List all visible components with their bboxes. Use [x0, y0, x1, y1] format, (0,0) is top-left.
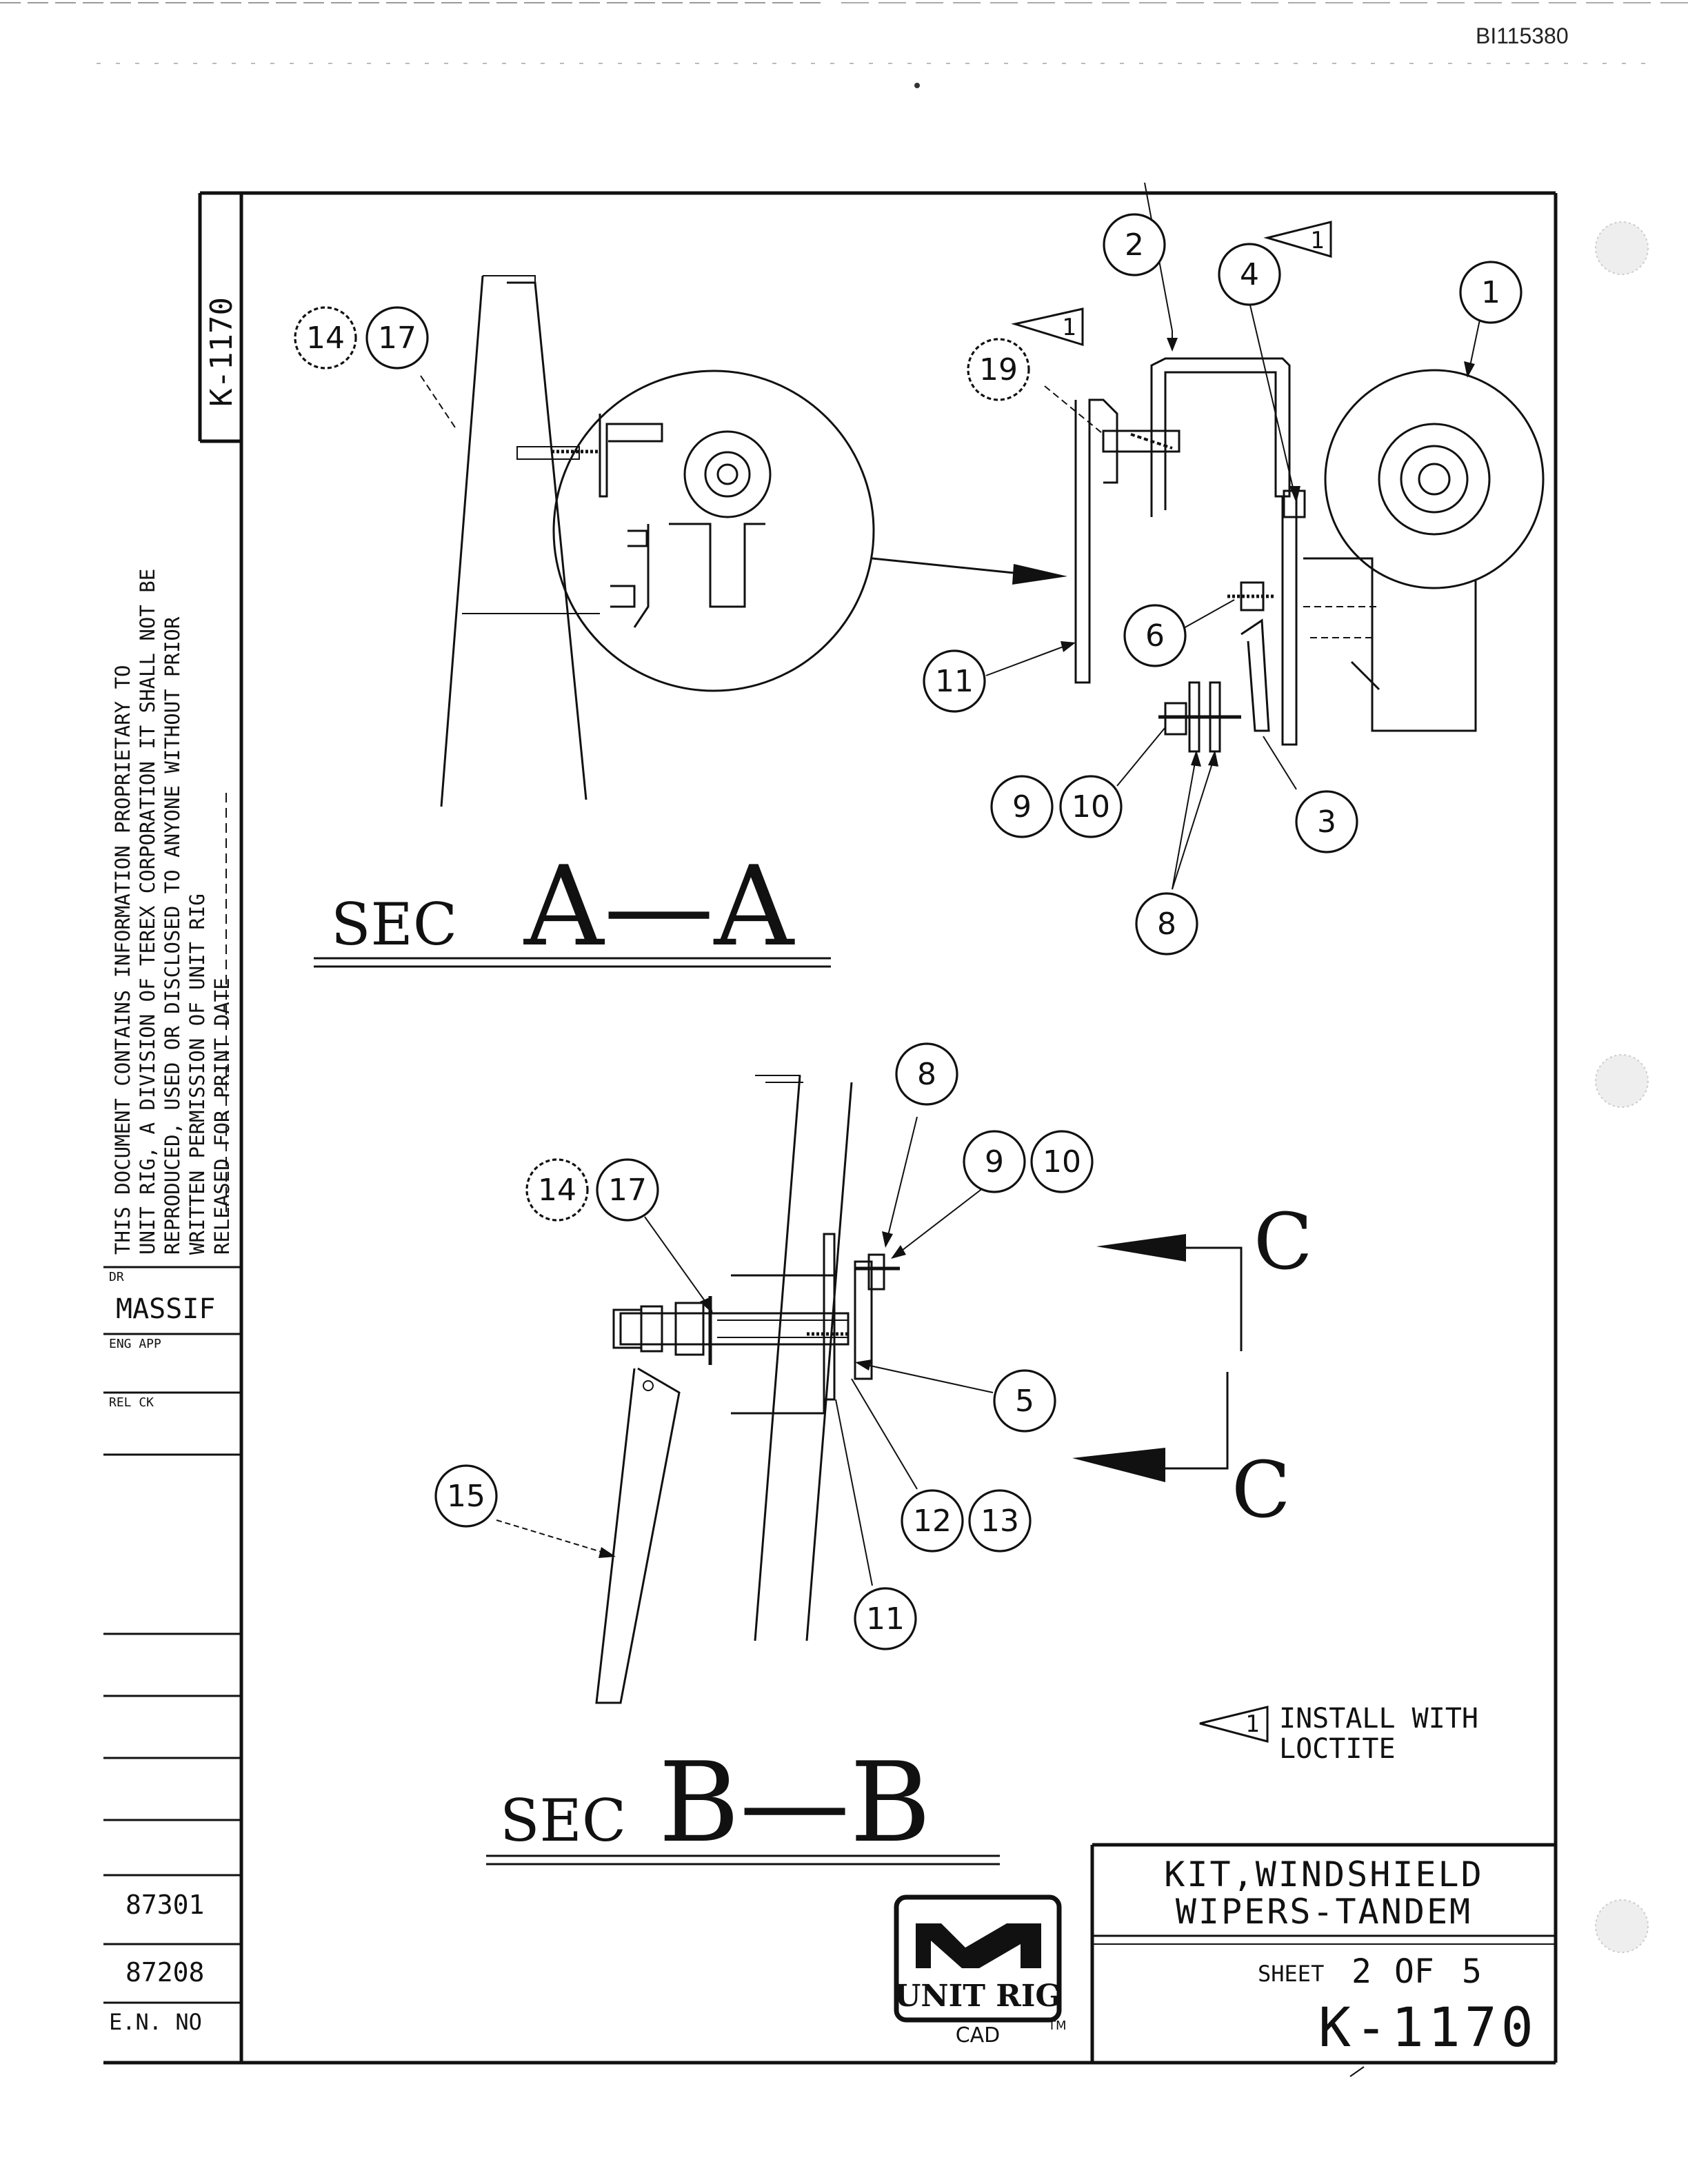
notice-line-4: WRITTEN PERMISSION OF UNIT RIG	[185, 893, 209, 1255]
title-block: KIT,WINDSHIELD WIPERS-TANDEM SHEET 2 OF …	[1090, 1843, 1556, 2063]
logo-text: UNIT RIG	[894, 1979, 1061, 2014]
balloon-17-bb-label: 17	[608, 1173, 647, 1208]
balloon-13-bb: 13	[968, 1489, 1032, 1553]
balloon-11-aa-label: 11	[935, 664, 974, 699]
install-note: 1 INSTALL WITH LOCTITE	[1199, 1703, 1478, 1765]
notice-line-5: RELEASED FOR PRINT DATE	[210, 978, 234, 1255]
note-line-1: INSTALL WITH	[1279, 1703, 1478, 1735]
title-line-2: WIPERS-TANDEM	[1176, 1892, 1472, 1932]
balloon-5-bb-label: 5	[1015, 1384, 1034, 1419]
balloon-9-bb-label: 9	[985, 1144, 1004, 1180]
section-bb-title: SEC B—B	[486, 1738, 1000, 1867]
sheet-label: SHEET	[1258, 1961, 1324, 1987]
sheet-total: 5	[1462, 1952, 1482, 1991]
logo-sub: CAD	[956, 2023, 1001, 2048]
balloon-6-aa: 6	[1123, 604, 1187, 667]
border-drawing-number: K-1170	[204, 297, 239, 407]
section-c-top: C	[1254, 1197, 1313, 1287]
section-aa-view	[440, 275, 1545, 807]
balloon-8-bb-label: 8	[917, 1057, 936, 1092]
balloon-10-aa-label: 10	[1072, 789, 1110, 825]
logo-tm: TM	[1047, 2019, 1067, 2033]
scan-noise	[0, 2, 1688, 88]
en-no-label: E.N. NO	[109, 2009, 202, 2035]
balloon-10-aa: 10	[1059, 775, 1123, 838]
rel-ck-label: REL CK	[109, 1395, 154, 1410]
balloon-6-aa-label: 6	[1145, 618, 1165, 654]
section-bb-prefix: SEC	[500, 1787, 626, 1854]
side-revision-block: DR MASSIF ENG APP REL CK 87301 87208 E.N…	[103, 1266, 241, 2035]
balloon-13-bb-label: 13	[981, 1504, 1019, 1539]
section-aa-letters: A—A	[523, 842, 796, 971]
flag-marker-1-number: 1	[1062, 314, 1076, 341]
balloon-5-bb: 5	[993, 1369, 1056, 1433]
balloon-11-aa: 11	[923, 649, 986, 713]
section-bb-letters: B—B	[659, 1738, 931, 1867]
balloon-3-aa: 3	[1295, 790, 1358, 853]
sheet-number: 2	[1352, 1952, 1372, 1991]
balloon-14-bb-label: 14	[538, 1173, 576, 1208]
balloon-17-bb: 17	[596, 1158, 659, 1222]
leaders-aa	[420, 182, 1483, 890]
balloon-8-aa-label: 8	[1157, 907, 1176, 942]
document-id: BI115380	[1476, 23, 1569, 48]
eco-number-2: 87208	[125, 1957, 204, 1988]
balloon-14-aa: 14	[294, 306, 357, 370]
balloon-4-aa-label: 4	[1240, 257, 1259, 292]
balloon-11-bb: 11	[854, 1587, 917, 1650]
balloon-12-bb: 12	[901, 1489, 964, 1553]
balloon-19-aa-label: 19	[979, 352, 1018, 387]
drawn-by: MASSIF	[116, 1293, 216, 1325]
balloon-3-aa-label: 3	[1317, 805, 1336, 840]
balloon-11-bb-label: 11	[866, 1601, 905, 1637]
flag-marker-2-number: 1	[1310, 227, 1324, 254]
eng-app-label: ENG APP	[109, 1337, 161, 1351]
balloon-4-aa: 4	[1218, 243, 1281, 306]
balloon-2-aa-label: 2	[1125, 228, 1144, 263]
balloon-10-bb-label: 10	[1043, 1144, 1081, 1180]
note-flag-number: 1	[1245, 1710, 1259, 1738]
balloon-9-aa: 9	[990, 775, 1054, 838]
balloon-17-aa: 17	[365, 306, 429, 370]
section-c-bottom: C	[1232, 1446, 1291, 1535]
balloon-12-bb-label: 12	[913, 1504, 952, 1539]
drawn-label: DR	[109, 1270, 124, 1284]
balloon-14-aa-label: 14	[306, 321, 345, 356]
balloon-8-bb: 8	[895, 1042, 958, 1106]
balloon-10-bb: 10	[1030, 1130, 1094, 1193]
drawing-border	[103, 191, 1558, 2065]
notice-line-1: THIS DOCUMENT CONTAINS INFORMATION PROPR…	[111, 665, 134, 1255]
balloon-17-aa-label: 17	[378, 321, 416, 356]
notice-line-2: UNIT RIG, A DIVISION OF TEREX CORPORATIO…	[136, 569, 159, 1255]
flag-note-markers: 1 1	[1011, 221, 1332, 347]
section-bb-view	[595, 1075, 900, 1704]
unit-rig-logo: UNIT RIG CAD TM	[894, 1894, 1067, 2048]
note-line-2: LOCTITE	[1279, 1733, 1396, 1765]
proprietary-notice: THIS DOCUMENT CONTAINS INFORMATION PROPR…	[111, 569, 234, 1255]
balloon-9-aa-label: 9	[1012, 789, 1032, 825]
balloon-14-bb: 14	[525, 1158, 589, 1222]
section-aa-title: SEC A—A	[314, 842, 831, 971]
section-aa-prefix: SEC	[331, 891, 457, 958]
section-cc-cut	[1072, 1234, 1243, 1482]
leaders-bb	[496, 1116, 994, 1586]
punch-holes	[1595, 221, 1649, 1953]
balloon-8-aa: 8	[1135, 892, 1198, 956]
balloon-9-bb: 9	[963, 1130, 1026, 1193]
eco-number-1: 87301	[125, 1890, 204, 1920]
balloon-19-aa: 19	[967, 338, 1030, 401]
balloon-1-aa-label: 1	[1481, 275, 1500, 310]
notice-line-3: REPRODUCED, USED OR DISCLOSED TO ANYONE …	[161, 616, 184, 1255]
balloon-2-aa: 2	[1103, 213, 1166, 276]
sheet-of: OF	[1394, 1952, 1434, 1991]
title-line-1: KIT,WINDSHIELD	[1164, 1854, 1483, 1894]
balloon-1-aa: 1	[1459, 261, 1523, 324]
balloon-15-bb: 15	[434, 1464, 498, 1528]
title-drawing-number: K-1170	[1318, 1997, 1538, 2059]
balloon-15-bb-label: 15	[447, 1479, 485, 1514]
